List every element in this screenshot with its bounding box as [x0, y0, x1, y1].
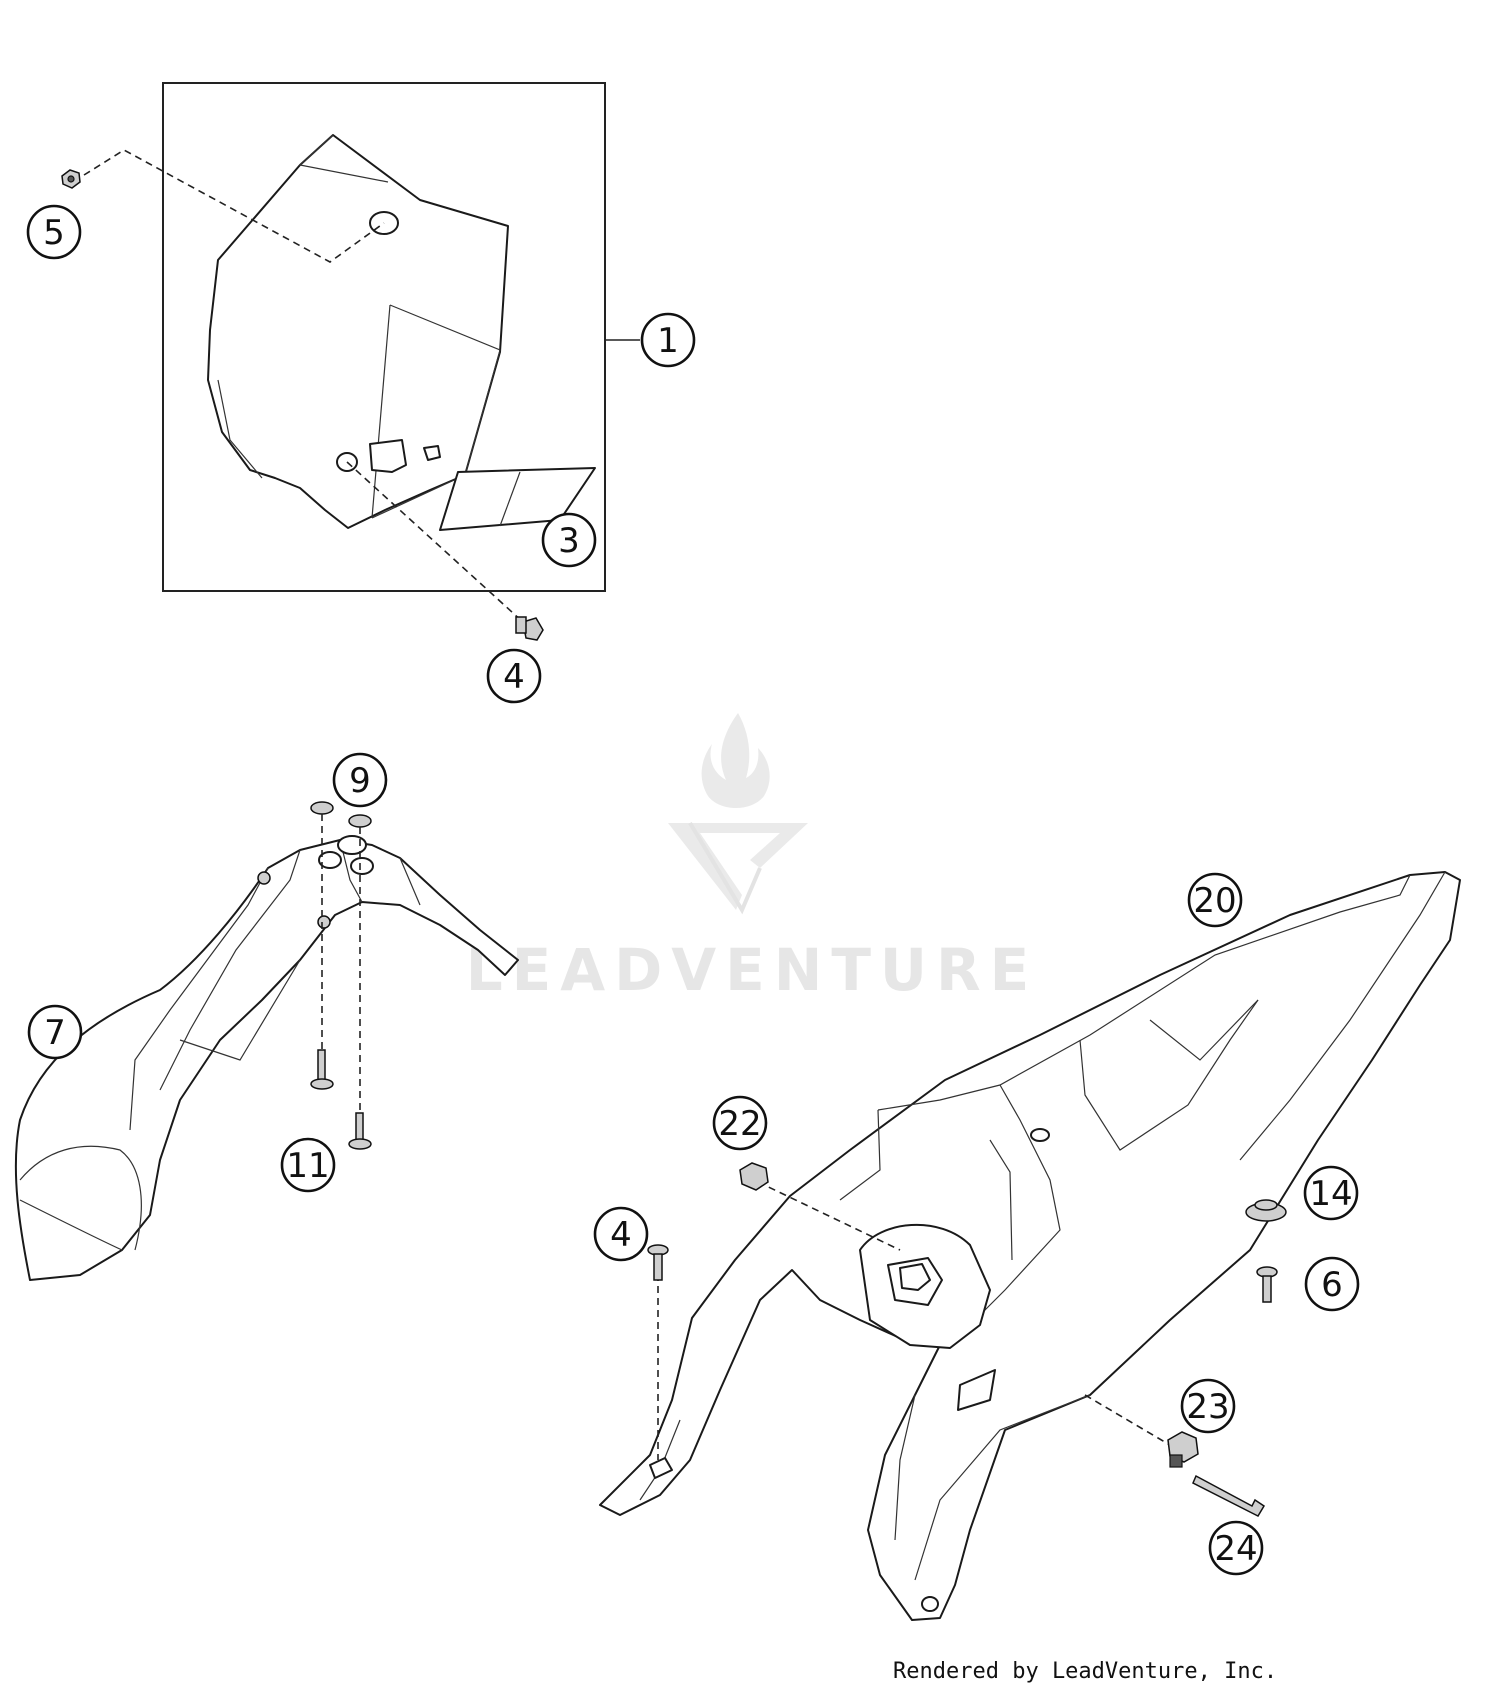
front-fender [14, 835, 519, 1281]
callout-6-label: 6 [1321, 1265, 1343, 1305]
callout-4b: 4 [593, 1206, 649, 1262]
leader-4a [346, 461, 536, 634]
leader-5 [83, 149, 385, 263]
render-credit: Rendered by LeadVenture, Inc. [893, 1659, 1277, 1684]
callout-24-label: 24 [1214, 1529, 1257, 1569]
callout-1-label: 1 [657, 321, 679, 361]
callout-9: 9 [332, 752, 388, 808]
callout-4a: 4 [486, 648, 542, 704]
callout-14: 14 [1303, 1165, 1359, 1221]
callout-3-label: 3 [558, 521, 580, 561]
callout-7: 7 [27, 1004, 83, 1060]
nut-22-icon [739, 1162, 769, 1191]
bolt-24-icon [1192, 1474, 1266, 1517]
callout-1: 1 [640, 312, 696, 368]
callout-7-label: 7 [44, 1013, 66, 1053]
callout-5: 5 [26, 204, 82, 260]
leader-23 [1084, 1394, 1176, 1449]
screw-11-icon [310, 1049, 372, 1150]
callout-9-label: 9 [349, 761, 371, 801]
callout-22: 22 [712, 1095, 768, 1151]
leader-22 [757, 1181, 901, 1251]
callout-6: 6 [1304, 1256, 1360, 1312]
callout-20: 20 [1187, 872, 1243, 928]
callout-3: 3 [541, 512, 597, 568]
screw-6-icon [1256, 1266, 1278, 1303]
callout-11: 11 [280, 1137, 336, 1193]
callout-5-label: 5 [43, 213, 65, 253]
watermark-brand-text: LEADVENTURE [466, 936, 1039, 1004]
number-plate [207, 134, 509, 529]
rear-fender [599, 871, 1461, 1621]
callout-4b-label: 4 [610, 1215, 632, 1255]
grommet-14-icon [1245, 1199, 1287, 1222]
callout-24: 24 [1208, 1520, 1264, 1576]
callout-20-label: 20 [1193, 881, 1236, 921]
callout-22-label: 22 [718, 1104, 761, 1144]
watermark-logo [668, 713, 808, 915]
callout-14-label: 14 [1309, 1174, 1352, 1214]
callout-11-label: 11 [286, 1146, 329, 1186]
screw-4b-icon [647, 1244, 669, 1281]
kit-frame [162, 82, 606, 592]
callout-23-label: 23 [1186, 1387, 1229, 1427]
nut-23-icon [1167, 1431, 1199, 1468]
callout-4a-label: 4 [503, 657, 525, 697]
screw-5-icon [61, 169, 81, 189]
screw-4a-icon [515, 616, 544, 641]
callout-23: 23 [1180, 1378, 1236, 1434]
